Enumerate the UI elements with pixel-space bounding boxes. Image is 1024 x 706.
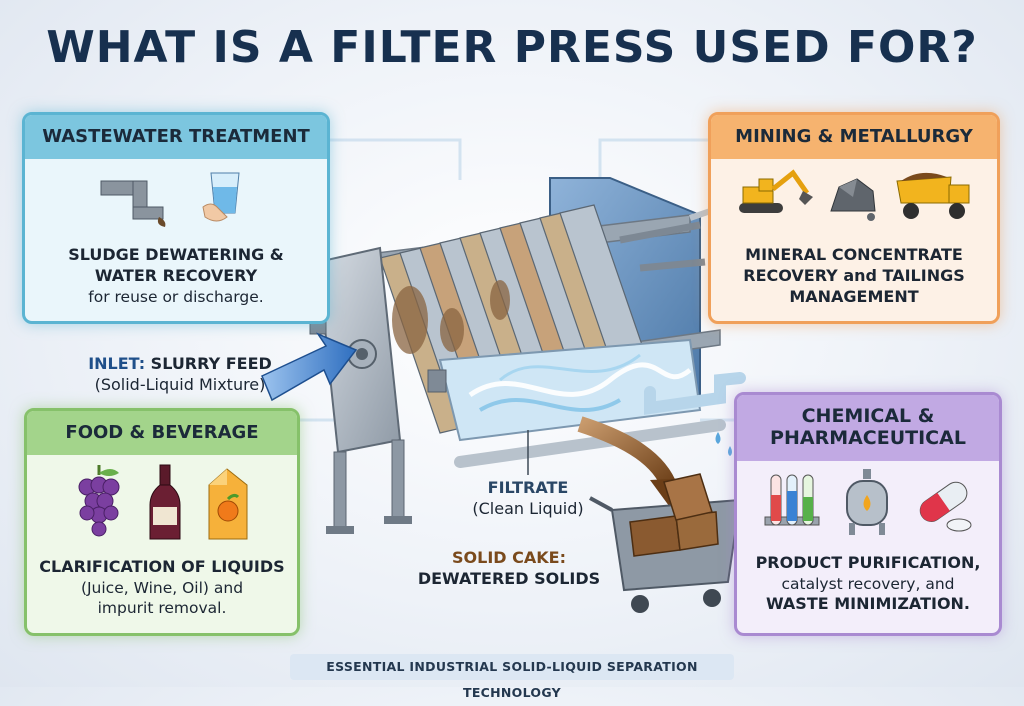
water-glass-icon bbox=[202, 172, 240, 222]
wastewater-line3: for reuse or discharge. bbox=[88, 287, 264, 306]
chemical-heading-line1: CHEMICAL & bbox=[801, 405, 935, 428]
mining-line2: RECOVERY and TAILINGS bbox=[743, 265, 965, 285]
food-panel: FOOD & BEVERAGE bbox=[24, 408, 300, 636]
chemical-line3: WASTE MINIMIZATION. bbox=[765, 593, 971, 613]
food-line2: (Juice, Wine, Oil) and bbox=[80, 578, 244, 597]
connector-lines bbox=[300, 138, 734, 422]
grapes-icon bbox=[78, 465, 120, 537]
chemical-panel: CHEMICAL & PHARMACEUTICAL bbox=[734, 392, 1002, 636]
chemical-line1: PRODUCT PURIFICATION, bbox=[755, 553, 981, 572]
filtrate-label: FILTRATE (Clean Liquid) bbox=[458, 478, 598, 520]
wastewater-line2: WATER RECOVERY bbox=[94, 265, 258, 285]
chemical-line2: catalyst recovery, and bbox=[781, 574, 955, 593]
test-tubes-icon bbox=[764, 474, 820, 526]
filter-press-illustration bbox=[261, 177, 746, 613]
inlet-text: SLURRY FEED bbox=[145, 354, 272, 373]
wastewater-panel: WASTEWATER TREATMENT SLUDGE DEWATERING &… bbox=[22, 112, 330, 324]
food-heading: FOOD & BEVERAGE bbox=[27, 411, 297, 455]
mining-line1: MINERAL CONCENTRATE bbox=[745, 245, 963, 264]
filtrate-sub: (Clean Liquid) bbox=[472, 498, 584, 518]
cake-key: SOLID CAKE: bbox=[452, 548, 566, 567]
reactor-icon bbox=[846, 469, 888, 535]
pipe-icon bbox=[100, 180, 166, 227]
solid-cake-label: SOLID CAKE: DEWATERED SOLIDS bbox=[414, 548, 604, 590]
footer-banner: ESSENTIAL INDUSTRIAL SOLID-LIQUID SEPARA… bbox=[290, 654, 734, 700]
chemical-heading: CHEMICAL & PHARMACEUTICAL bbox=[737, 395, 999, 461]
page-title: WHAT IS A FILTER PRESS USED FOR? bbox=[46, 22, 978, 73]
cake-sub: DEWATERED SOLIDS bbox=[417, 568, 601, 588]
chemical-heading-line2: PHARMACEUTICAL bbox=[770, 427, 966, 449]
capsule-icon bbox=[919, 481, 972, 532]
mining-panel: MINING & METALLURGY MINERA bbox=[708, 112, 1000, 324]
mining-line3: MANAGEMENT bbox=[789, 286, 919, 306]
food-line1: CLARIFICATION OF LIQUIDS bbox=[39, 557, 285, 576]
inlet-sub: (Solid-Liquid Mixture) bbox=[94, 374, 266, 394]
juice-carton-icon bbox=[208, 468, 248, 540]
wastewater-line1: SLUDGE DEWATERING & bbox=[68, 245, 284, 264]
mining-heading: MINING & METALLURGY bbox=[711, 115, 997, 159]
filtrate-key: FILTRATE bbox=[487, 478, 569, 497]
food-line3: impurit removal. bbox=[97, 598, 227, 617]
wastewater-heading: WASTEWATER TREATMENT bbox=[25, 115, 327, 159]
inlet-label: INLET: SLURRY FEED (Solid-Liquid Mixture… bbox=[70, 354, 290, 396]
dump-truck-icon bbox=[896, 172, 970, 219]
wine-bottle-icon bbox=[149, 464, 181, 540]
ore-rock-icon bbox=[830, 178, 876, 221]
inlet-key: INLET: bbox=[88, 354, 146, 373]
excavator-icon bbox=[739, 169, 813, 213]
